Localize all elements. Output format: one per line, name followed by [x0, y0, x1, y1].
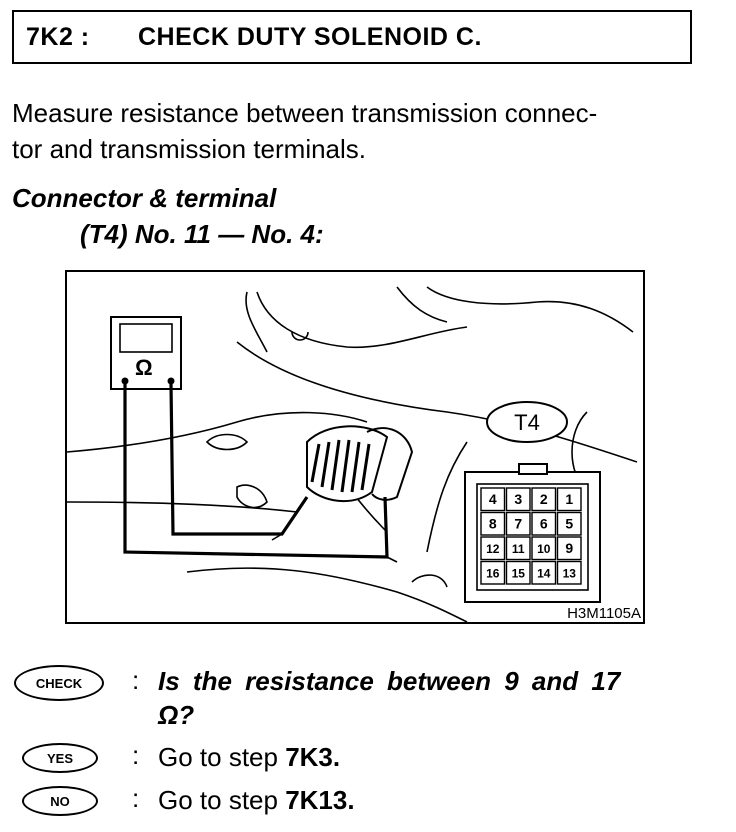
pin-number: 7: [514, 516, 522, 532]
no-badge: NO: [22, 786, 98, 816]
pin-number: 13: [563, 567, 577, 581]
connector-label-badge: [486, 401, 568, 443]
connector-heading: Connector & terminal (T4) No. 11 — No. 4…: [12, 180, 324, 252]
pin-number: 3: [514, 491, 522, 507]
no-answer-prefix: Go to step: [158, 785, 286, 815]
yes-colon: :: [132, 740, 140, 770]
pin-number: 15: [512, 567, 526, 581]
pin-number: 5: [565, 516, 573, 532]
probe-tips: [271, 533, 398, 563]
check-question-line-2: Ω?: [158, 700, 195, 730]
pin-cell: [531, 536, 557, 561]
connector-t4-icon: 4 3 2 1 8 7 6 5 12 11 10 9 16 15 14 13: [464, 463, 601, 603]
pin-cell: [505, 511, 531, 536]
pin-cell: [531, 487, 557, 512]
no-answer-step: 7K13.: [285, 785, 355, 815]
pin-cell: [480, 487, 506, 512]
pin-cell: [480, 511, 506, 536]
no-answer: Go to step 7K13.: [158, 783, 355, 817]
illustration-drawing: Ω T4 4 3 2 1 8 7 6 5 12 11 10 9 16 15 14 13 H3M1105A: [67, 286, 641, 622]
pin-number: 6: [540, 516, 548, 532]
pin-number: 12: [486, 542, 500, 556]
instruction-text: Measure resistance between transmission …: [12, 95, 712, 167]
yes-badge: YES: [22, 743, 98, 773]
yes-answer-prefix: Go to step: [158, 742, 286, 772]
no-colon: :: [132, 783, 140, 813]
connector-label: T4: [514, 410, 540, 435]
pin-cell: [505, 536, 531, 561]
pin-number: 2: [540, 491, 548, 507]
pin-cell: [556, 560, 582, 585]
connector-terminals: (T4) No. 11 — No. 4:: [80, 219, 324, 249]
pin-number: 14: [537, 567, 551, 581]
check-question-line-1: Is the resistance between 9 and 17: [158, 666, 621, 696]
pin-number: 8: [489, 516, 497, 532]
engine-sketch: [67, 286, 638, 622]
step-title: CHECK DUTY SOLENOID C.: [138, 22, 482, 51]
ohmmeter-icon: [110, 316, 182, 390]
check-question: Is the resistance between 9 and 17 Ω?: [158, 664, 718, 732]
pin-number: 9: [565, 540, 573, 556]
pin-cell: [505, 560, 531, 585]
yes-answer: Go to step 7K3.: [158, 740, 340, 774]
pin-cell: [505, 487, 531, 512]
pin-cell: [531, 560, 557, 585]
instruction-line-1: Measure resistance between transmission …: [12, 98, 598, 128]
pin-number: 16: [486, 567, 500, 581]
probe-leads: [123, 383, 389, 559]
step-id: 7K2 :: [26, 22, 90, 51]
check-colon: :: [132, 665, 140, 695]
ohm-symbol: Ω: [135, 355, 153, 380]
pin-cell: [480, 560, 506, 585]
pin-cell: [480, 536, 506, 561]
pin-number: 4: [489, 491, 497, 507]
pin-cell: [556, 536, 582, 561]
pin-cell: [531, 511, 557, 536]
check-badge: CHECK: [14, 665, 104, 701]
figure-code: H3M1105A: [567, 605, 641, 622]
pin-number: 11: [512, 542, 525, 556]
instruction-line-2: tor and transmission terminals.: [12, 134, 367, 164]
harness-connector: [306, 425, 414, 503]
step-title-box: 7K2 : CHECK DUTY SOLENOID C.: [12, 10, 692, 64]
yes-answer-step: 7K3.: [285, 742, 341, 772]
pin-number: 1: [565, 491, 573, 507]
pin-cell: [556, 511, 582, 536]
pin-grid: 4 3 2 1 8 7 6 5 12 11 10 9 16 15 14 13: [480, 487, 582, 585]
pin-number: 10: [537, 542, 551, 556]
wiring-illustration: Ω T4 4 3 2 1 8 7 6 5 12 11 10 9 16 15 14 13 H3M1105A: [65, 270, 645, 624]
pin-cell: [556, 487, 582, 512]
connector-heading-label: Connector & terminal: [12, 183, 277, 213]
